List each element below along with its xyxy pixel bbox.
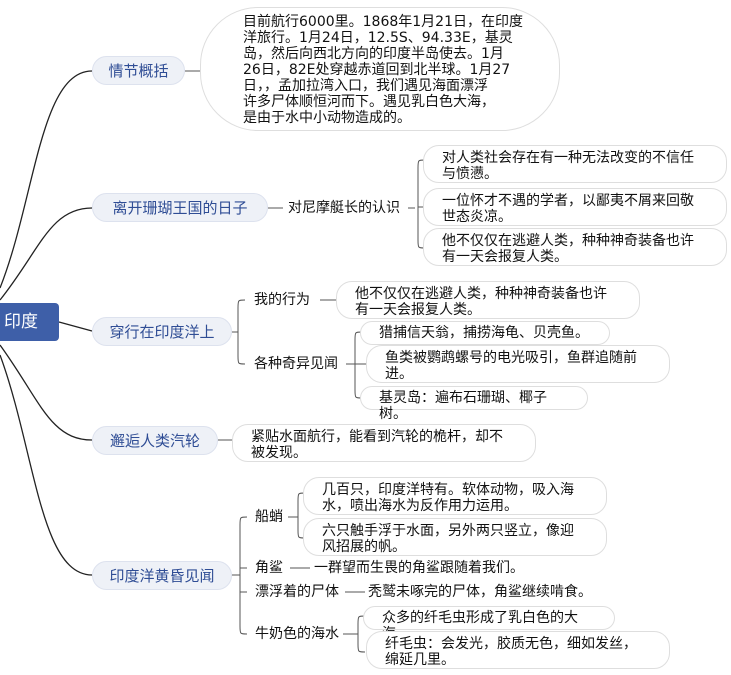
milky-item: 纤毛虫：会发光，胶质无色，细如发丝，绵延几里。 (366, 631, 670, 669)
root-node[interactable]: 印度 (0, 303, 59, 341)
summary-text: 目前航行6000里。1868年1月21日，在印度 洋旅行。1月24日，12.5S… (243, 14, 523, 126)
leaving-item: 对人类社会存在有一种无法改变的不信任与愤懑。 (423, 145, 727, 183)
leaving-topic-label: 对尼摩艇长的认识 (288, 200, 400, 216)
actions-label: 我的行为 (254, 292, 310, 308)
leaving-item: 他不仅仅在逃避人类，种种神奇装备也许有一天会报复人类。 (423, 228, 727, 266)
leaving-item: 一位怀才不遇的学者，以鄙夷不屑来回敬世态炎凉。 (423, 188, 727, 226)
milky-item: 众多的纤毛虫形成了乳白色的大海。 (363, 606, 615, 642)
sights-item: 猎捕信天翁，捕捞海龟、贝壳鱼。 (360, 321, 610, 345)
sights-label: 各种奇异见闻 (254, 356, 338, 372)
branch-leaving[interactable]: 离开珊瑚王国的日子 (92, 193, 268, 222)
steamer-box: 紧贴水面航行，能看到汽轮的桅杆，却不被发现。 (232, 424, 536, 462)
corpses-text: 秃鹫未啄完的尸体，角鲨继续啃食。 (368, 584, 592, 600)
actions-box: 他不仅仅在逃避人类，种种神奇装备也许有一天会报复人类。 (336, 281, 640, 319)
sights-item: 基灵岛：遍布石珊瑚、椰子树。 (360, 386, 588, 422)
argonaut-label: 船蛸 (255, 509, 283, 525)
branch-steamer[interactable]: 邂逅人类汽轮 (92, 426, 218, 455)
branch-crossing[interactable]: 穿行在印度洋上 (92, 317, 232, 346)
branch-summary[interactable]: 情节概括 (92, 56, 185, 85)
argonaut-item: 六只触手浮于水面，另外两只竖立，像迎风招展的帆。 (303, 518, 607, 556)
corpses-label: 漂浮着的尸体 (255, 584, 339, 600)
shark-text: 一群望而生畏的角鲨跟随着我们。 (314, 560, 524, 576)
argonaut-item: 几百只，印度洋特有。软体动物，吸入海水，喷出海水为反作用力运用。 (303, 477, 607, 515)
milky-label: 牛奶色的海水 (255, 626, 339, 642)
summary-box: 目前航行6000里。1868年1月21日，在印度 洋旅行。1月24日，12.5S… (200, 7, 560, 131)
sights-item: 鱼类被鹦鹉螺号的电光吸引，鱼群追随前进。 (366, 345, 670, 383)
shark-label: 角鲨 (255, 560, 283, 576)
branch-dusk[interactable]: 印度洋黄昏见闻 (92, 561, 232, 590)
